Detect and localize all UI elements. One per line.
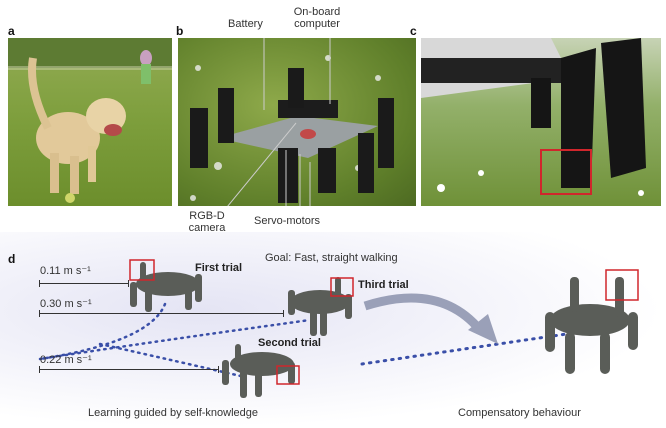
trajectory-compensatory: [360, 330, 582, 366]
first-trial-label: First trial: [195, 262, 243, 274]
dog-photo: [8, 38, 172, 206]
computer-annotation: On-board computer: [292, 6, 342, 30]
goal-text: Goal: Fast, straight walking: [265, 252, 398, 264]
trajectory-third: [38, 318, 312, 361]
panel-b-label: b: [176, 24, 184, 38]
servo-motors-annotation: Servo-motors: [254, 215, 321, 227]
damaged-leg-illustration: [421, 38, 646, 196]
trajectory-first: [38, 302, 167, 361]
caption-learning: Learning guided by self-knowledge: [88, 407, 259, 419]
hexapod-robot-illustration: [190, 38, 394, 206]
computer-annotation-line2: computer: [294, 18, 340, 30]
second-trial-label: Second trial: [258, 337, 321, 349]
panel-c-label: c: [410, 24, 417, 38]
arrow: [363, 293, 484, 333]
speed-bar-third: [39, 310, 284, 317]
camera-annotation: RGB-D camera: [182, 210, 232, 234]
speed-third: 0.30 m s⁻¹: [40, 298, 92, 310]
robot-first: [130, 262, 202, 312]
trajectory-diagram: [38, 259, 639, 398]
battery-annotation: Battery: [228, 18, 263, 30]
camera-annotation-line1: RGB-D: [189, 210, 225, 222]
damaged-leg-photo: [421, 38, 661, 206]
third-trial-label: Third trial: [358, 279, 409, 291]
speed-second: 0.22 m s⁻¹: [40, 354, 92, 366]
dog-illustration: [8, 38, 172, 203]
trajectory-second: [98, 342, 247, 379]
speed-first: 0.11 m s⁻¹: [40, 265, 91, 277]
panel-d-label: d: [8, 252, 16, 266]
camera-annotation-line2: camera: [188, 222, 226, 234]
robot-third: [288, 277, 352, 336]
caption-compensatory: Compensatory behaviour: [458, 407, 581, 419]
panel-a-label: a: [8, 24, 15, 38]
robot-compensatory: [545, 277, 638, 374]
speed-bar-first: [39, 280, 129, 287]
robot-second: [222, 344, 295, 398]
speed-bar-second: [39, 366, 219, 373]
highlight-box: [540, 149, 592, 195]
robot-photo: [178, 38, 416, 206]
computer-annotation-line1: On-board: [293, 6, 341, 18]
